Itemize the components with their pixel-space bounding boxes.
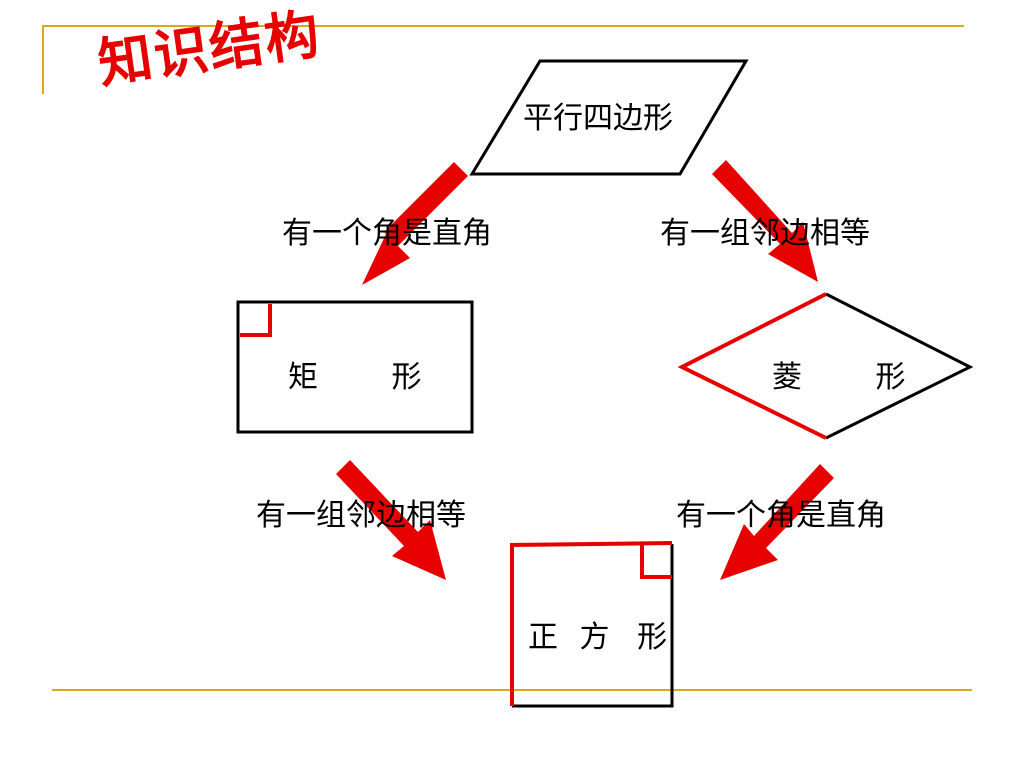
rectangle-shape bbox=[236, 300, 474, 434]
parallelogram-shape bbox=[469, 59, 749, 176]
rectangle-right-angle-mark bbox=[240, 304, 272, 337]
rectangle-label-char: 形 bbox=[391, 360, 422, 395]
rhombus-label: 菱 形 bbox=[772, 352, 906, 396]
condition-adjacent-sides-bottom: 有一组邻边相等 bbox=[256, 498, 466, 533]
arrow-parallelogram-to-rhombus bbox=[712, 160, 818, 282]
rhombus-label-char: 形 bbox=[875, 360, 906, 395]
condition-right-angle-bottom: 有一个角是直角 bbox=[676, 498, 886, 533]
square-right-angle-mark bbox=[640, 545, 672, 579]
condition-right-angle-top: 有一个角是直角 bbox=[282, 216, 492, 251]
rhombus-red-edges bbox=[677, 292, 827, 440]
square-label-char: 正 bbox=[528, 620, 558, 655]
square-label-char: 形 bbox=[637, 620, 668, 655]
arrow-parallelogram-to-rectangle bbox=[362, 162, 468, 285]
rectangle-label-char: 矩 bbox=[288, 360, 318, 395]
parallelogram-label: 平行四边形 bbox=[523, 101, 673, 136]
rectangle-label: 矩 形 bbox=[288, 352, 422, 396]
rhombus-black-edges bbox=[825, 292, 974, 440]
arrow-rectangle-to-square bbox=[336, 460, 446, 580]
rhombus-label-char: 菱 bbox=[772, 360, 802, 395]
square-black-edges bbox=[512, 544, 674, 708]
square-label: 正 方 形 bbox=[528, 612, 667, 656]
arrow-rhombus-to-square bbox=[720, 464, 834, 580]
square-label-char: 方 bbox=[579, 620, 610, 655]
square-red-edges bbox=[510, 541, 673, 706]
condition-adjacent-sides-top: 有一组邻边相等 bbox=[660, 216, 870, 251]
